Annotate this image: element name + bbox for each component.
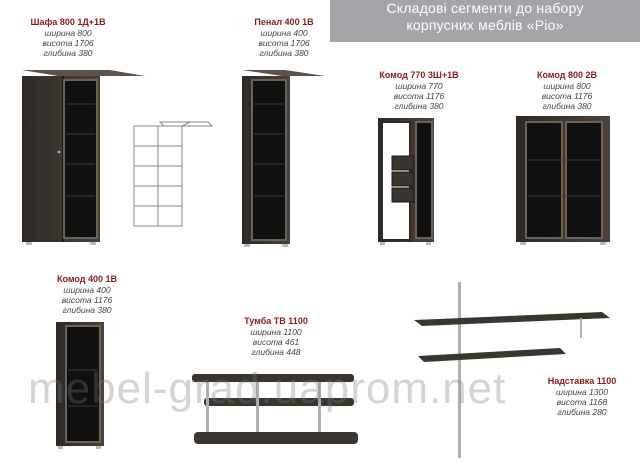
item-depth: глибина 380 xyxy=(259,48,309,58)
item-height: висота 1176 xyxy=(393,91,445,101)
item-depth: глибина 380 xyxy=(62,305,112,315)
item-width: ширина 1100 xyxy=(250,327,302,337)
item-title: Комод 800 2В xyxy=(536,70,598,80)
item-height: висота 1168 xyxy=(556,397,608,407)
dresser-400-image xyxy=(56,322,104,449)
item-title: Шафа 800 1Д+1В xyxy=(30,17,106,27)
label-dresser-800: Комод 800 2В ширина 800 висота 1176 глиб… xyxy=(528,70,606,111)
item-title: Комод 770 3Ш+1В xyxy=(379,70,459,80)
item-width: ширина 1300 xyxy=(556,387,608,397)
item-depth: глибина 280 xyxy=(557,407,607,417)
item-depth: глибина 380 xyxy=(542,101,592,111)
banner-line-2: корпусних меблів «Ріо» xyxy=(406,17,564,33)
dresser-800-image xyxy=(516,116,610,245)
item-depth: глибина 380 xyxy=(43,48,93,58)
label-wardrobe-800: Шафа 800 1Д+1В ширина 800 висота 1706 гл… xyxy=(28,17,108,58)
wardrobe-800-image xyxy=(22,70,145,245)
item-height: висота 1176 xyxy=(61,295,113,305)
label-wall-shelf-1100: Надставка 1100 ширина 1300 висота 1168 г… xyxy=(542,376,622,417)
label-dresser-770: Комод 770 3Ш+1В ширина 770 висота 1176 г… xyxy=(378,70,460,111)
item-height: висота 1706 xyxy=(258,38,310,48)
label-pencil-case-400: Пенал 400 1В ширина 400 висота 1706 глиб… xyxy=(244,17,324,58)
label-dresser-400: Комод 400 1В ширина 400 висота 1176 глиб… xyxy=(48,274,126,315)
item-title: Тумба ТВ 1100 xyxy=(244,316,308,326)
watermark: mebel-grad.uaprom.net xyxy=(28,364,507,413)
label-tv-stand-1100: Тумба ТВ 1100 ширина 1100 висота 461 гли… xyxy=(236,316,316,357)
item-width: ширина 800 xyxy=(543,81,591,91)
item-height: висота 461 xyxy=(252,337,300,347)
header-banner: Складові сегменти до набору корпусних ме… xyxy=(330,0,640,42)
pencil-case-400-image xyxy=(242,70,325,247)
item-height: висота 1706 xyxy=(42,38,94,48)
item-height: висота 1176 xyxy=(541,91,593,101)
item-width: ширина 800 xyxy=(44,28,92,38)
tv-stand-1100-image xyxy=(192,374,358,444)
item-depth: глибина 380 xyxy=(394,101,444,111)
item-width: ширина 770 xyxy=(395,81,443,91)
wall-shelf-1100-image xyxy=(414,282,610,458)
item-width: ширина 400 xyxy=(63,285,111,295)
banner-line-1: Складові сегменти до набору xyxy=(386,0,584,16)
item-title: Комод 400 1В xyxy=(56,274,118,284)
item-width: ширина 400 xyxy=(260,28,308,38)
open-shelf-outline xyxy=(133,121,214,227)
dresser-770-image xyxy=(378,118,434,245)
item-title: Надставка 1100 xyxy=(547,376,617,386)
item-depth: глибина 448 xyxy=(251,347,301,357)
item-title: Пенал 400 1В xyxy=(254,17,314,27)
